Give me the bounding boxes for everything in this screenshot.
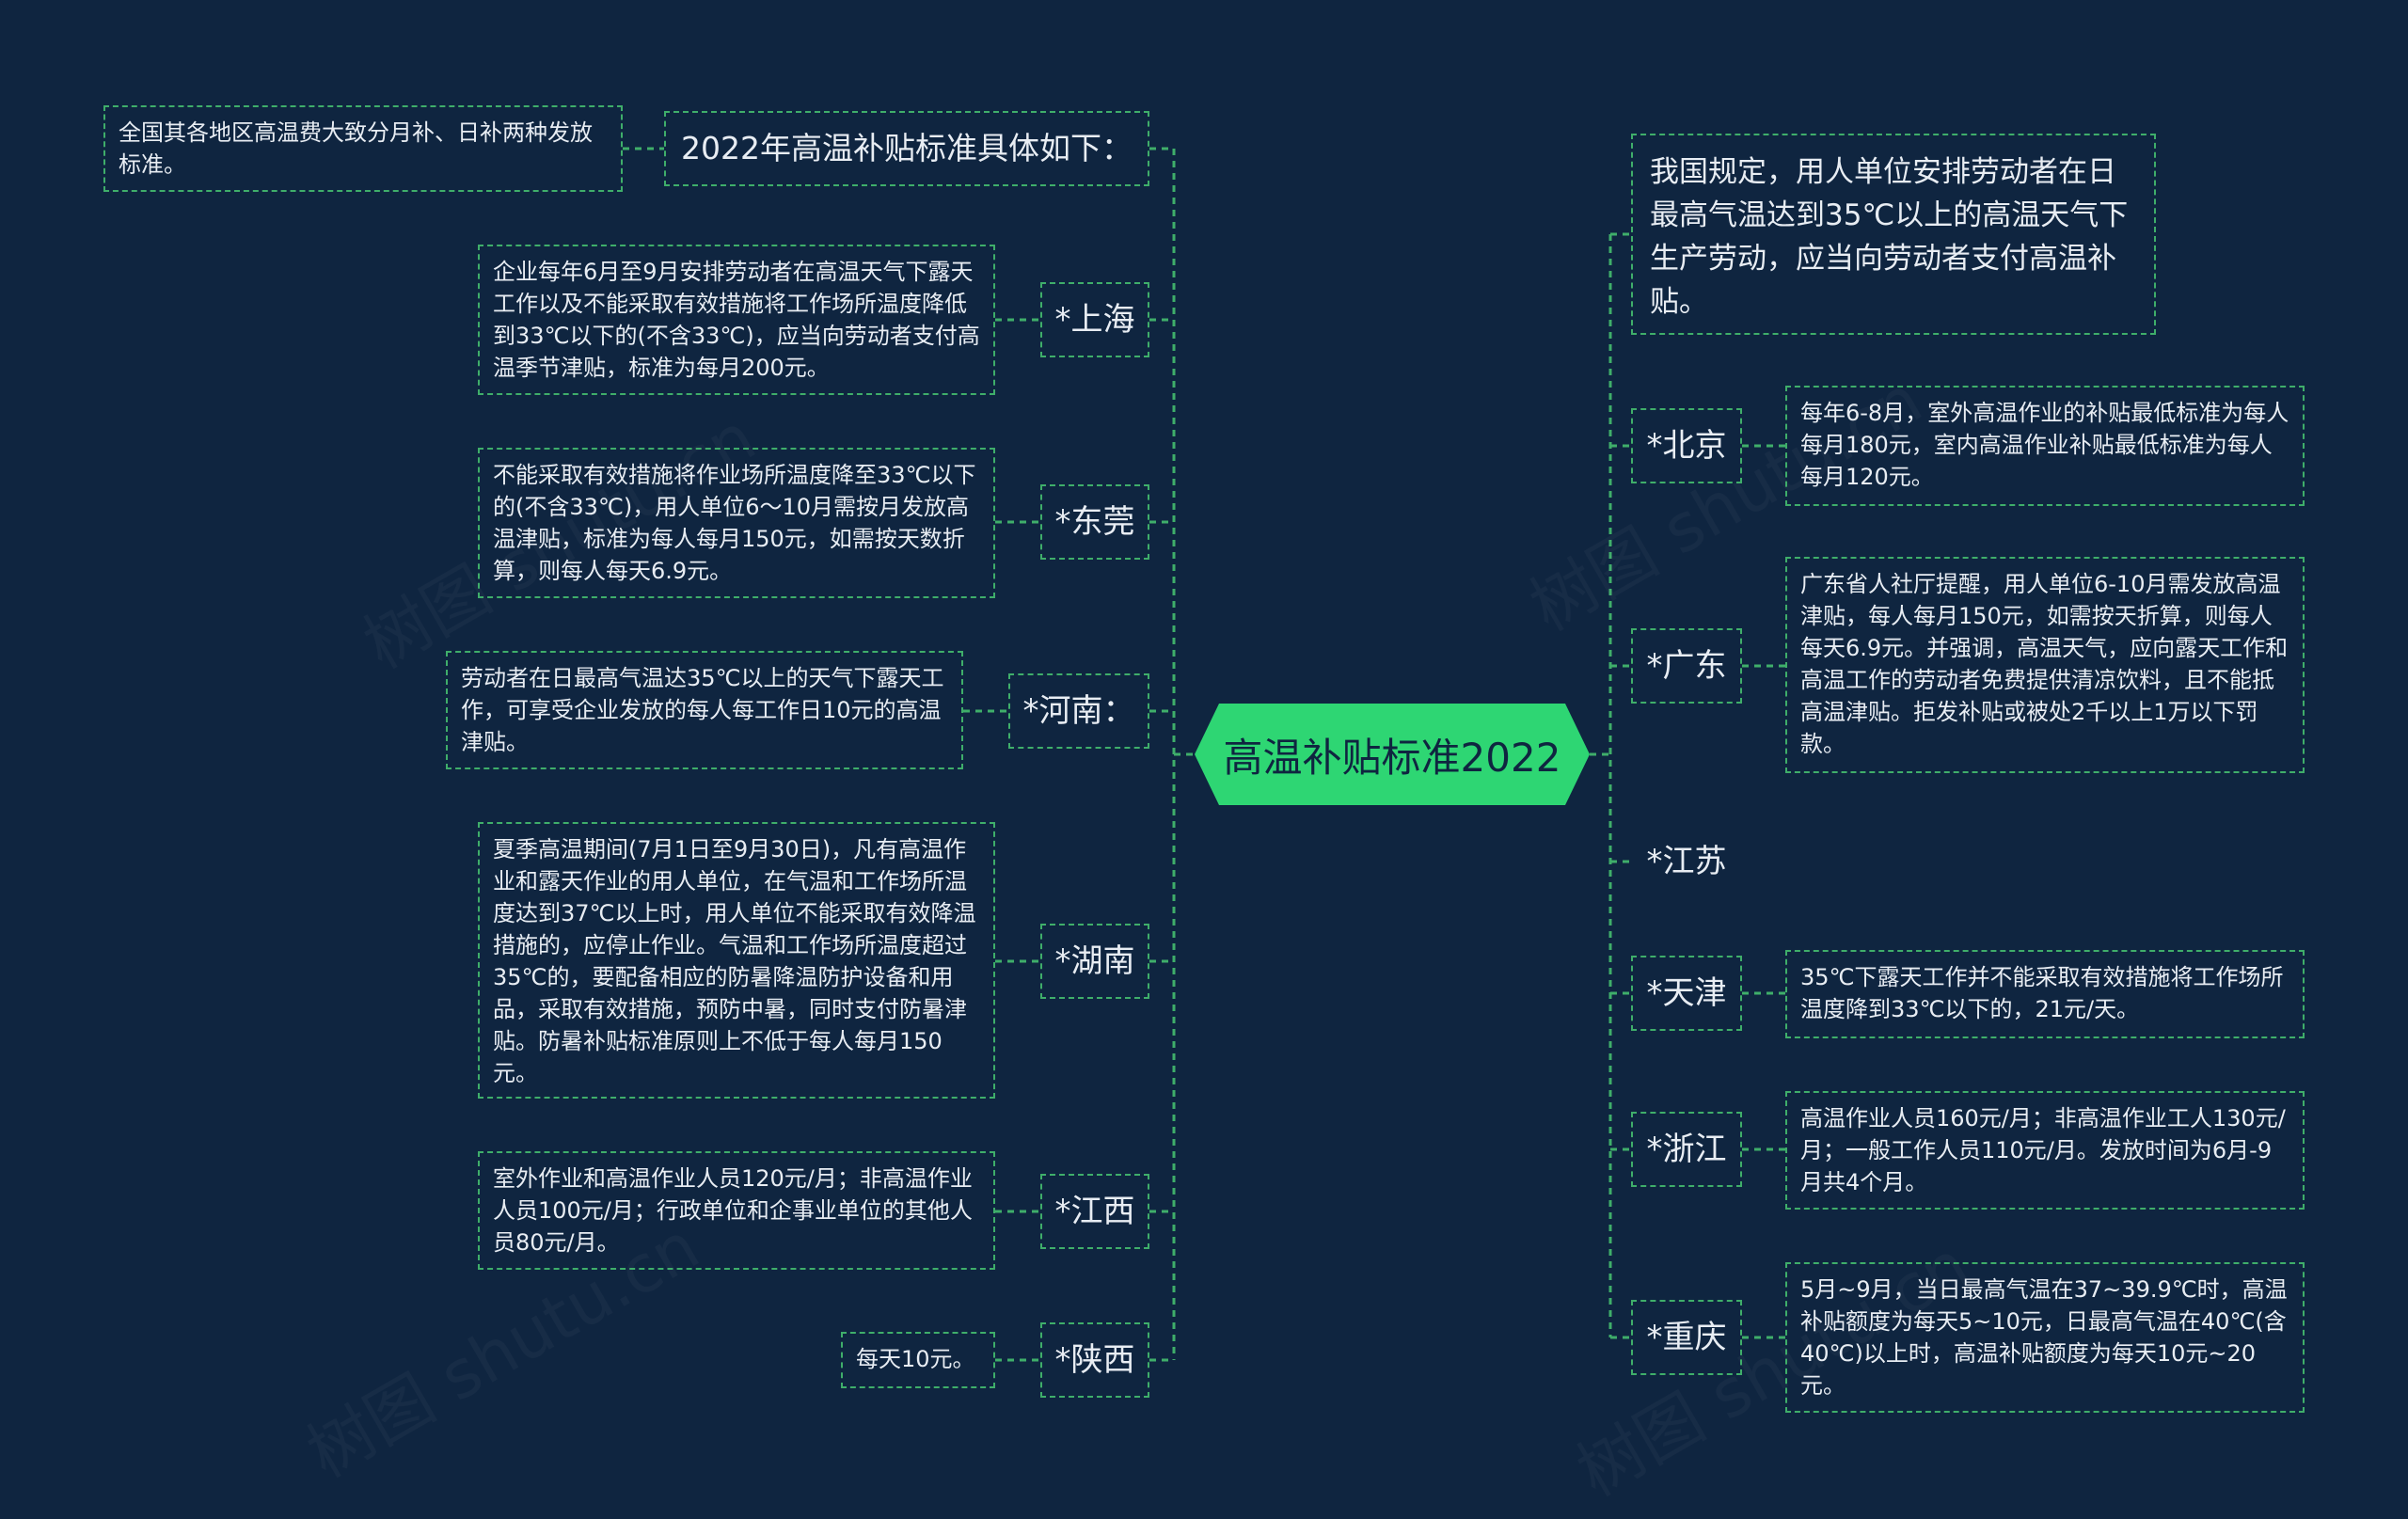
left-detail-2: 不能采取有效措施将作业场所温度降至33℃以下的(不含33℃)，用人单位6～10月… (478, 448, 995, 598)
right-branch-1[interactable]: *北京 (1631, 408, 1742, 483)
left-detail-6: 每天10元。 (841, 1332, 995, 1388)
left-detail-3: 劳动者在日最高气温达35℃以上的天气下露天工作，可享受企业发放的每人每工作日10… (446, 651, 963, 769)
left-branch-5[interactable]: *江西 (1040, 1174, 1149, 1249)
right-branch-5[interactable]: *浙江 (1631, 1112, 1742, 1187)
left-branch-1[interactable]: *上海 (1040, 282, 1149, 357)
right-detail-5: 高温作业人员160元/月；非高温作业工人130元/月；一般工作人员110元/月。… (1785, 1091, 2305, 1210)
right-detail-4: 35℃下露天工作并不能采取有效措施将工作场所温度降到33℃以下的，21元/天。 (1785, 950, 2305, 1038)
right-detail-2: 广东省人社厅提醒，用人单位6-10月需发放高温津贴，每人每月150元，如需按天折… (1785, 557, 2305, 773)
right-branch-2[interactable]: *广东 (1631, 628, 1742, 704)
left-detail-0: 全国其各地区高温费大致分月补、日补两种发放标准。 (103, 105, 623, 192)
left-branch-6[interactable]: *陕西 (1040, 1322, 1149, 1398)
right-branch-3[interactable]: *江苏 (1646, 843, 1727, 880)
right-detail-6: 5月~9月，当日最高气温在37~39.9℃时，高温补贴额度为每天5~10元，日最… (1785, 1262, 2305, 1413)
right-branch-4[interactable]: *天津 (1631, 956, 1742, 1031)
center-topic[interactable]: 高温补贴标准2022 (1195, 704, 1590, 805)
right-intro-0[interactable]: 我国规定，用人单位安排劳动者在日最高气温达到35℃以上的高温天气下生产劳动，应当… (1631, 134, 2156, 335)
left-detail-5: 室外作业和高温作业人员120元/月；非高温作业人员100元/月；行政单位和企事业… (478, 1151, 995, 1270)
right-branch-6[interactable]: *重庆 (1631, 1300, 1742, 1375)
right-detail-1: 每年6-8月，室外高温作业的补贴最低标准为每人每月180元，室内高温作业补贴最低… (1785, 386, 2305, 506)
left-branch-2[interactable]: *东莞 (1040, 484, 1149, 560)
left-detail-4: 夏季高温期间(7月1日至9月30日)，凡有高温作业和露天作业的用人单位，在气温和… (478, 822, 995, 1099)
left-detail-1: 企业每年6月至9月安排劳动者在高温天气下露天工作以及不能采取有效措施将工作场所温… (478, 245, 995, 395)
left-branch-0[interactable]: 2022年高温补贴标准具体如下： (664, 111, 1149, 186)
left-branch-3[interactable]: *河南： (1008, 673, 1149, 749)
left-branch-4[interactable]: *湖南 (1040, 924, 1149, 999)
